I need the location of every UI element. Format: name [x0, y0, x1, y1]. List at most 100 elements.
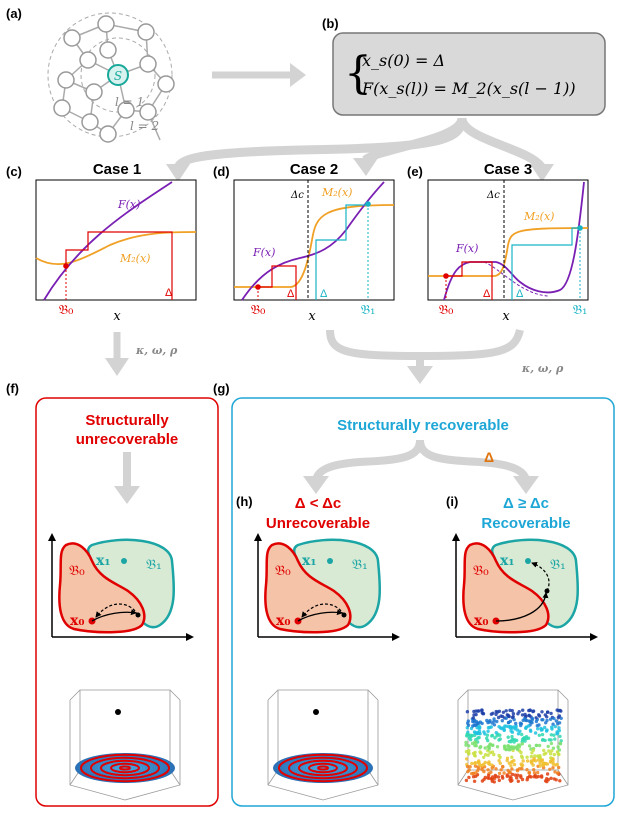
panel-e-m-label: M₂(x): [523, 210, 554, 223]
trajectory-point: [494, 767, 498, 771]
trajectory-point: [499, 768, 503, 772]
trajectory-point: [550, 725, 554, 729]
trajectory-point: [557, 721, 562, 725]
trajectory-point: [488, 719, 492, 723]
panel-d-delta-red: Δ: [287, 288, 295, 300]
trajectory-point: [542, 761, 546, 765]
trajectory-point: [554, 763, 558, 767]
x1-label: x₁: [500, 553, 514, 569]
trajectory-point: [486, 773, 491, 778]
trajectory-point: [540, 710, 544, 714]
trajectory-point: [538, 761, 542, 765]
cube-front-frame: [267, 700, 379, 801]
perturbation-arrow: [297, 609, 343, 622]
trajectory-point: [508, 775, 512, 779]
trajectory-point: [552, 733, 556, 737]
return-arrow: [95, 603, 139, 618]
trajectory-point: [519, 775, 523, 779]
trajectory-point: [510, 760, 514, 764]
panel-d-f-curve: [241, 181, 385, 301]
trajectory-point: [558, 779, 562, 783]
trajectory-point: [516, 779, 520, 783]
trajectory-point: [480, 763, 485, 768]
trajectory-point: [557, 726, 561, 730]
trajectory-point: [520, 766, 524, 771]
trajectory-point: [532, 771, 537, 775]
trajectory-point: [520, 742, 525, 746]
trajectory-point: [482, 755, 486, 759]
isolated-state-point: [313, 709, 319, 715]
trajectory-point: [501, 764, 505, 769]
trajectory-point: [490, 733, 495, 738]
trajectory-point: [503, 747, 507, 751]
trajectory-point: [492, 752, 496, 757]
trajectory-point: [472, 753, 477, 757]
trajectory-point: [530, 721, 534, 725]
trajectory-point: [553, 737, 557, 741]
trajectory-point: [537, 733, 541, 737]
panel-e-delta-red: Δ: [483, 288, 491, 300]
panel-e-red-cobweb: [446, 261, 493, 300]
trajectory-point: [498, 761, 502, 765]
x0-label: x₀: [70, 613, 84, 629]
trajectory-point: [557, 728, 561, 733]
trajectory-point: [488, 751, 492, 755]
limit-cycle-ring-2: [100, 759, 150, 777]
panel-c-f-curve: [43, 181, 173, 301]
trajectory-point: [477, 759, 481, 763]
panel-c-delta: Δ: [165, 287, 173, 299]
trajectory-point: [512, 762, 517, 767]
arrow-g-to-i: [416, 439, 530, 482]
trajectory-point: [466, 769, 470, 774]
trajectory-point: [505, 758, 509, 763]
limit-cycle-ring-3: [308, 762, 338, 774]
trajectory-point: [494, 731, 498, 735]
trajectory-point: [534, 716, 538, 720]
trajectory-point: [466, 723, 471, 727]
trajectory-point: [471, 724, 475, 728]
trajectory-point: [473, 761, 477, 766]
limit-cycle-ring-1: [288, 756, 358, 780]
x0-label: x₀: [474, 613, 488, 629]
trajectory-point: [526, 724, 531, 728]
trajectory-point: [553, 724, 557, 729]
basin-b0: [462, 542, 550, 634]
panel-c-axes: [35, 179, 197, 301]
trajectory-point: [549, 776, 553, 780]
trajectory-point: [500, 774, 504, 779]
equation-box: [332, 32, 606, 116]
trajectory-point: [472, 779, 477, 783]
trajectory-point: [536, 770, 540, 775]
panel-d-m2-curve: [234, 204, 395, 288]
panel-h: (h) Δ < Δc Unrecoverable: [236, 494, 370, 532]
perturbation-arrow: [495, 592, 549, 622]
trajectory-point: [469, 726, 474, 731]
trajectory-point: [471, 719, 475, 724]
trajectory-point: [510, 778, 514, 783]
arrow-c-to-f-head: [105, 358, 129, 376]
trajectory-point: [491, 711, 495, 715]
trajectory-point: [468, 765, 472, 769]
panel-i-label: Recoverable: [481, 515, 570, 532]
trajectory-point: [528, 708, 532, 712]
trajectory-point: [525, 768, 529, 772]
trajectory-point: [510, 709, 514, 713]
basin-b0-label: 𝔅₀: [275, 563, 291, 579]
panel-i: (i) Δ ≥ Δc Recoverable: [446, 494, 571, 532]
trajectory-point: [486, 745, 490, 749]
limit-cycle-ring-0: [278, 753, 368, 783]
trajectory-point: [525, 759, 530, 763]
trajectory-point: [551, 746, 556, 750]
trajectory-point: [509, 740, 513, 744]
trajectory-point: [483, 732, 487, 736]
trajectory-point: [535, 724, 539, 728]
trajectory-point: [499, 714, 503, 718]
trajectory-point: [527, 744, 532, 748]
trajectory-point: [480, 721, 484, 726]
x1-point: [121, 558, 127, 564]
trajectory-point: [540, 738, 545, 742]
trajectory-point: [547, 749, 551, 753]
trajectory-point: [552, 752, 556, 757]
trajectory-point: [508, 770, 512, 774]
